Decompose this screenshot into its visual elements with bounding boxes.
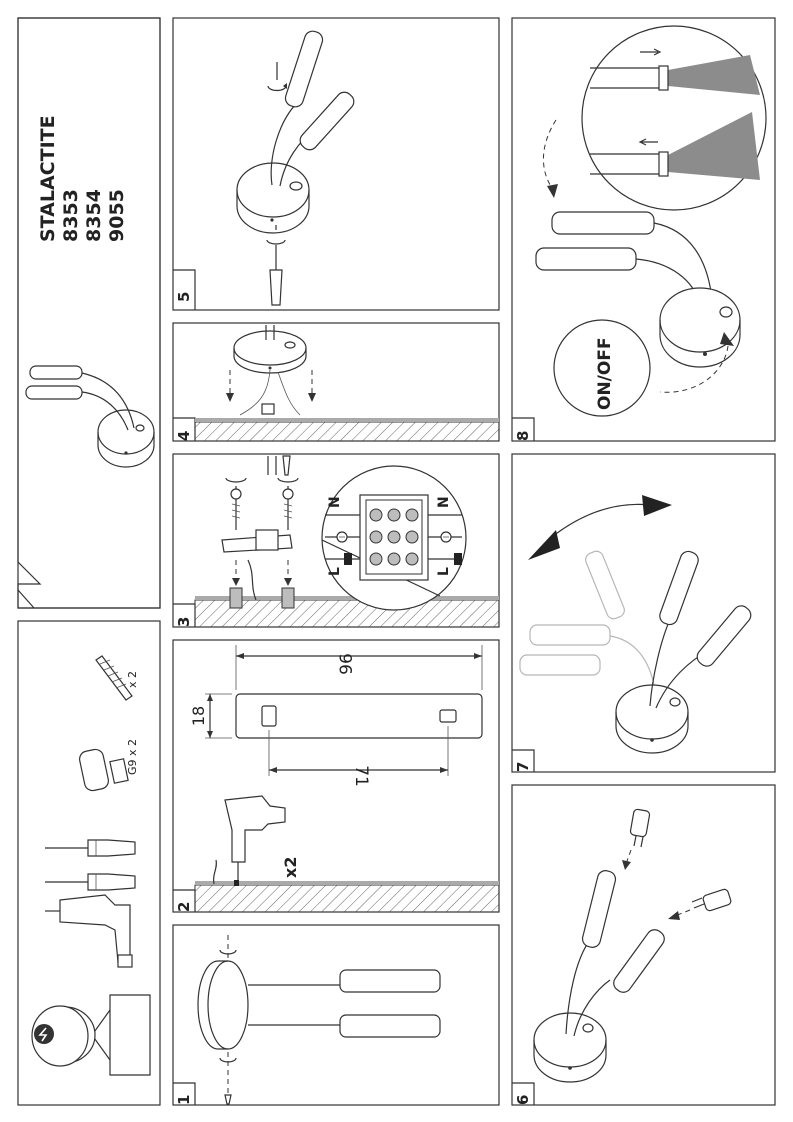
step-1-number: 1 bbox=[175, 1095, 193, 1105]
step-3-screwdriver bbox=[267, 455, 291, 476]
step-5-screwdriver bbox=[266, 225, 286, 306]
on-off-switch-zoom[interactable]: ON/OFF bbox=[553, 319, 651, 417]
step-7-number: 7 bbox=[514, 762, 532, 772]
step-2-panel: 2 96 18 71 x2 bbox=[172, 639, 500, 913]
lamp-overview-illustration bbox=[25, 365, 155, 468]
step-5-number: 5 bbox=[175, 292, 193, 302]
product-code-2: 8354 bbox=[83, 189, 105, 242]
step-1-lamp-exploded bbox=[197, 960, 441, 1050]
terminal-block-zoom: N N L L bbox=[321, 465, 467, 611]
product-code-1: 8353 bbox=[60, 189, 82, 242]
product-name: STALACTITE bbox=[37, 115, 59, 242]
step-3-panel: 3 bbox=[172, 453, 500, 628]
step-8-lamp bbox=[535, 211, 741, 393]
step-5-screw-top bbox=[267, 62, 287, 92]
step-8-panel: 8 ON/ bbox=[511, 17, 776, 442]
step-3-screws bbox=[225, 477, 299, 609]
step-6-number: 6 bbox=[514, 1095, 532, 1105]
screwdriver-cross-icon bbox=[45, 873, 136, 891]
product-title-block: STALACTITE 8353 8354 9055 bbox=[37, 115, 128, 242]
step-2-number: 2 bbox=[175, 902, 193, 912]
g9-bulb-icon: G9 x 2 bbox=[78, 739, 139, 792]
product-code-3: 9055 bbox=[106, 189, 128, 242]
step-4-wires bbox=[239, 369, 301, 416]
tools-panel: G9 x 2 x 2 bbox=[17, 620, 161, 1106]
dimension-width: 96 bbox=[337, 653, 357, 675]
terminal-label-n-left: N bbox=[327, 496, 343, 508]
step-4-lamp-base bbox=[233, 325, 307, 374]
terminal-label-l-left: L bbox=[327, 567, 343, 576]
dowel-count-label: x 2 bbox=[126, 671, 139, 688]
step-4-panel: 4 bbox=[172, 322, 500, 442]
step-1-screws bbox=[219, 935, 237, 1105]
header-panel: STALACTITE 8353 8354 9055 bbox=[17, 17, 161, 609]
step-1-panel: 1 bbox=[172, 924, 500, 1106]
step-8-number: 8 bbox=[514, 431, 532, 441]
step-3-number: 3 bbox=[175, 617, 193, 627]
step-3-mounting-bracket bbox=[221, 529, 293, 601]
drill-icon bbox=[45, 894, 133, 968]
g9-bulb-insert-1 bbox=[622, 808, 651, 870]
step-4-number: 4 bbox=[175, 431, 193, 441]
step-7-panel: 7 bbox=[511, 453, 776, 773]
step-5-panel: 5 bbox=[172, 17, 500, 311]
step-6-lamp bbox=[533, 870, 665, 1083]
step-2-multiplier: x2 bbox=[281, 857, 300, 878]
electrician-helmet-icon bbox=[31, 994, 151, 1076]
step-5-lamp-base bbox=[236, 30, 355, 234]
wall-dowel-screw-icon: x 2 bbox=[95, 655, 139, 701]
switch-label: ON/OFF bbox=[595, 337, 615, 410]
step-6-panel: 6 bbox=[511, 784, 776, 1106]
terminal-label-n-right: N bbox=[436, 496, 452, 508]
step-7-lamp bbox=[615, 550, 752, 754]
step-7-lamp-ghost bbox=[519, 550, 656, 691]
bulb-count-label: G9 x 2 bbox=[126, 739, 139, 775]
dimension-height: 18 bbox=[189, 706, 208, 726]
mounting-plate-drawing: 96 18 71 bbox=[189, 645, 483, 787]
g9-bulb-insert-2 bbox=[668, 888, 732, 920]
terminal-label-l-right: L bbox=[436, 567, 452, 576]
step-2-drill bbox=[212, 795, 286, 886]
rotation-arrow-icon bbox=[528, 495, 672, 560]
light-direction-zoom bbox=[581, 25, 767, 211]
step-4-arrows bbox=[226, 370, 316, 402]
dimension-spacing: 71 bbox=[351, 765, 371, 787]
screwdriver-flat-icon bbox=[45, 839, 136, 857]
